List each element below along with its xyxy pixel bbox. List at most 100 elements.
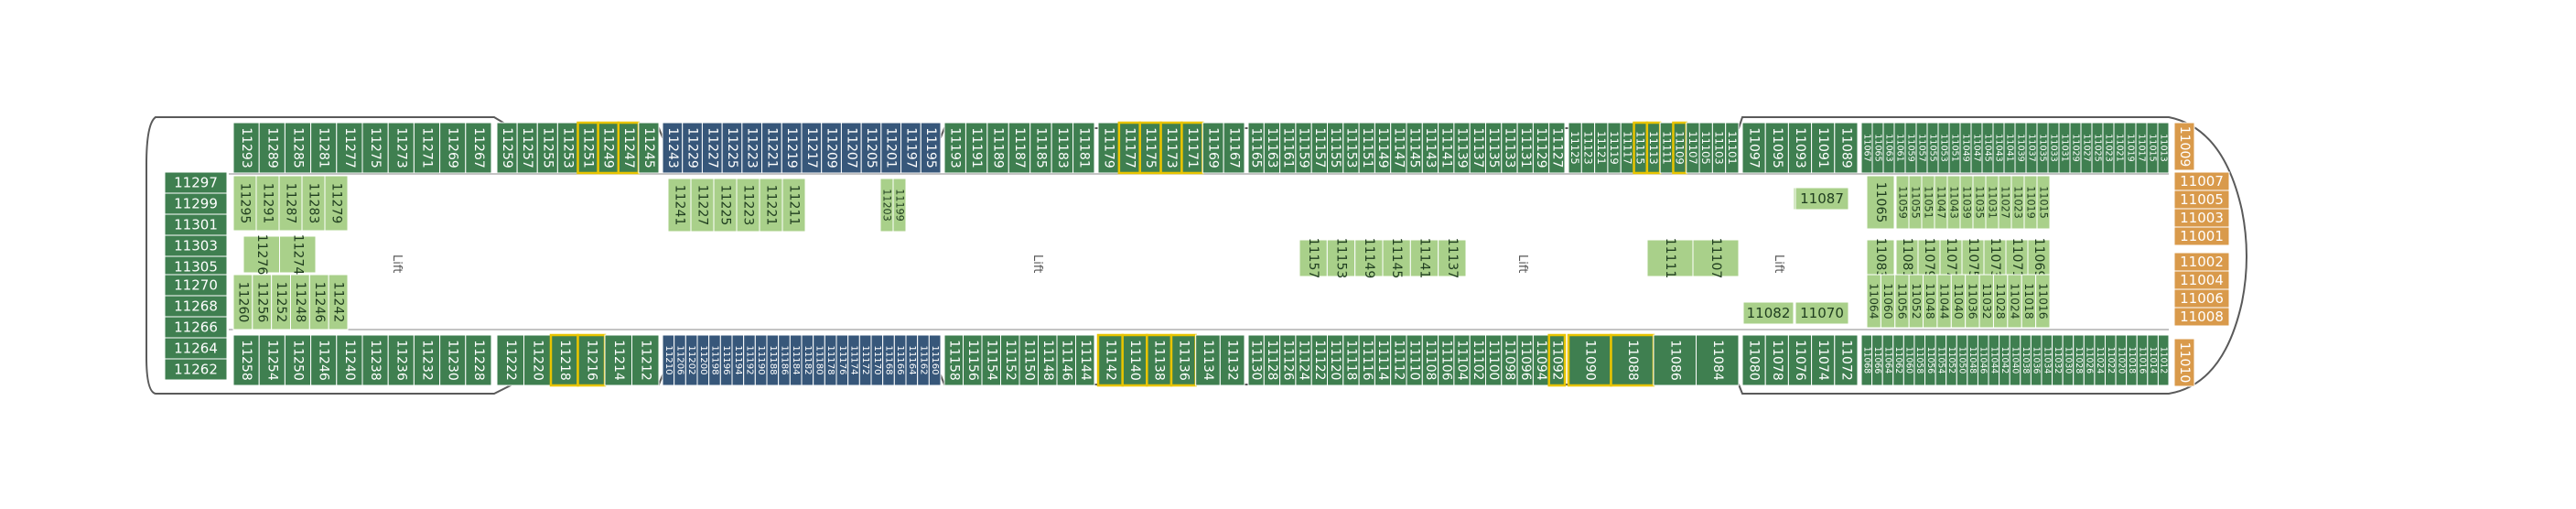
cabin-11139[interactable]: 11139 (1453, 122, 1471, 174)
cabin-11179[interactable]: 11179 (1097, 122, 1120, 174)
cabin-11260[interactable]: 11260 (232, 274, 253, 330)
cabin-11065[interactable]: 11065 (1866, 175, 1895, 230)
cabin-11002[interactable]: 11002 (2173, 252, 2230, 272)
cabin-11187[interactable]: 11187 (1008, 122, 1031, 174)
cabin-11016[interactable]: 11016 (2035, 274, 2051, 329)
cabin-11220[interactable]: 11220 (523, 334, 552, 386)
cabin-11040[interactable]: 11040 (1950, 274, 1967, 329)
cabin-11014[interactable]: 11014 (2147, 334, 2159, 386)
cabin-11229[interactable]: 11229 (682, 122, 703, 174)
cabin-11126[interactable]: 11126 (1279, 334, 1297, 386)
cabin-11295[interactable]: 11295 (232, 175, 257, 232)
cabin-11079[interactable]: 11079 (1917, 238, 1941, 279)
cabin-11084[interactable]: 11084 (1696, 334, 1740, 386)
cabin-11055[interactable]: 11055 (1908, 175, 1923, 230)
cabin-11271[interactable]: 11271 (413, 122, 441, 174)
cabin-11017[interactable]: 11017 (2135, 122, 2148, 174)
cabin-11199[interactable]: 11199 (892, 178, 907, 233)
cabin-11039[interactable]: 11039 (1959, 175, 1974, 230)
cabin-11094[interactable]: 11094 (1532, 334, 1550, 386)
cabin-11242[interactable]: 11242 (328, 274, 349, 330)
cabin-11161[interactable]: 11161 (1279, 122, 1297, 174)
cabin-11001[interactable]: 11001 (2173, 226, 2230, 246)
cabin-11111[interactable]: 11111 (1646, 238, 1694, 279)
cabin-11253[interactable]: 11253 (556, 122, 578, 174)
cabin-11273[interactable]: 11273 (387, 122, 415, 174)
cabin-11102[interactable]: 11102 (1469, 334, 1486, 386)
cabin-11010[interactable]: 11010 (2173, 338, 2195, 387)
cabin-11119[interactable]: 11119 (1607, 122, 1622, 174)
cabin-11048[interactable]: 11048 (1923, 274, 1938, 329)
cabin-11080[interactable]: 11080 (1741, 334, 1766, 386)
cabin-11267[interactable]: 11267 (465, 122, 492, 174)
cabin-11203[interactable]: 11203 (879, 178, 894, 233)
cabin-11129[interactable]: 11129 (1532, 122, 1550, 174)
cabin-11086[interactable]: 11086 (1653, 334, 1697, 386)
cabin-11256[interactable]: 11256 (252, 274, 273, 330)
cabin-11039[interactable]: 11039 (2014, 122, 2027, 174)
cabin-11153[interactable]: 11153 (1326, 238, 1356, 279)
cabin-11169[interactable]: 11169 (1202, 122, 1224, 174)
cabin-11149[interactable]: 11149 (1354, 238, 1384, 279)
cabin-11131[interactable]: 11131 (1516, 122, 1534, 174)
cabin-11044[interactable]: 11044 (1936, 274, 1952, 329)
cabin-11225[interactable]: 11225 (721, 122, 743, 174)
cabin-11047[interactable]: 11047 (1934, 175, 1948, 230)
cabin-11118[interactable]: 11118 (1342, 334, 1360, 386)
cabin-11065[interactable]: 11065 (1871, 122, 1884, 174)
cabin-11223[interactable]: 11223 (741, 122, 763, 174)
cabin-11101[interactable]: 11101 (1725, 122, 1740, 174)
cabin-11255[interactable]: 11255 (536, 122, 558, 174)
cabin-11092[interactable]: 11092 (1547, 333, 1567, 387)
cabin-11087[interactable]: 11087 (1795, 187, 1849, 211)
cabin-11134[interactable]: 11134 (1195, 334, 1221, 386)
cabin-11216[interactable]: 11216 (577, 333, 607, 387)
cabin-11059[interactable]: 11059 (1904, 122, 1917, 174)
cabin-11240[interactable]: 11240 (336, 334, 363, 386)
cabin-11110[interactable]: 11110 (1406, 334, 1423, 386)
cabin-11020[interactable]: 11020 (2115, 334, 2128, 386)
cabin-11243[interactable]: 11243 (662, 122, 684, 174)
cabin-11056[interactable]: 11056 (1894, 274, 1910, 329)
cabin-11205[interactable]: 11205 (860, 122, 882, 174)
cabin-11123[interactable]: 11123 (1580, 122, 1596, 174)
cabin-11136[interactable]: 11136 (1169, 333, 1197, 387)
cabin-11060[interactable]: 11060 (1880, 274, 1896, 329)
cabin-11032[interactable]: 11032 (1978, 274, 1994, 329)
cabin-11183[interactable]: 11183 (1051, 122, 1074, 174)
cabin-11185[interactable]: 11185 (1029, 122, 1052, 174)
cabin-11305[interactable]: 11305 (164, 255, 228, 278)
cabin-11015[interactable]: 11015 (2036, 175, 2051, 230)
cabin-11202[interactable]: 11202 (684, 334, 698, 386)
cabin-11115[interactable]: 11115 (1633, 121, 1649, 175)
cabin-11105[interactable]: 11105 (1698, 122, 1713, 174)
cabin-11303[interactable]: 11303 (164, 234, 228, 257)
cabin-11108[interactable]: 11108 (1421, 334, 1439, 386)
cabin-11075[interactable]: 11075 (1961, 238, 1985, 279)
cabin-11138[interactable]: 11138 (1146, 333, 1173, 387)
cabin-11201[interactable]: 11201 (880, 122, 902, 174)
cabin-11141[interactable]: 11141 (1438, 122, 1455, 174)
cabin-11013[interactable]: 11013 (2157, 122, 2170, 174)
cabin-11157[interactable]: 11157 (1299, 238, 1328, 279)
cabin-11071[interactable]: 11071 (2005, 238, 2029, 279)
cabin-11068[interactable]: 11068 (1860, 334, 1873, 386)
cabin-11264[interactable]: 11264 (164, 337, 228, 360)
cabin-11078[interactable]: 11078 (1764, 334, 1789, 386)
cabin-11245[interactable]: 11245 (638, 122, 660, 174)
cabin-11194[interactable]: 11194 (731, 334, 745, 386)
cabin-11097[interactable]: 11097 (1741, 122, 1766, 174)
cabin-11184[interactable]: 11184 (789, 334, 803, 386)
cabin-11170[interactable]: 11170 (870, 334, 884, 386)
cabin-11195[interactable]: 11195 (920, 122, 942, 174)
cabin-11062[interactable]: 11062 (1892, 334, 1904, 386)
cabin-11023[interactable]: 11023 (2102, 122, 2115, 174)
cabin-11236[interactable]: 11236 (387, 334, 415, 386)
cabin-11162[interactable]: 11162 (917, 334, 930, 386)
cabin-11173[interactable]: 11173 (1159, 121, 1183, 175)
cabin-11171[interactable]: 11171 (1180, 121, 1204, 175)
cabin-11067[interactable]: 11067 (1860, 122, 1873, 174)
cabin-11148[interactable]: 11148 (1038, 334, 1058, 386)
cabin-11061[interactable]: 11061 (1893, 122, 1906, 174)
cabin-11059[interactable]: 11059 (1895, 175, 1910, 230)
